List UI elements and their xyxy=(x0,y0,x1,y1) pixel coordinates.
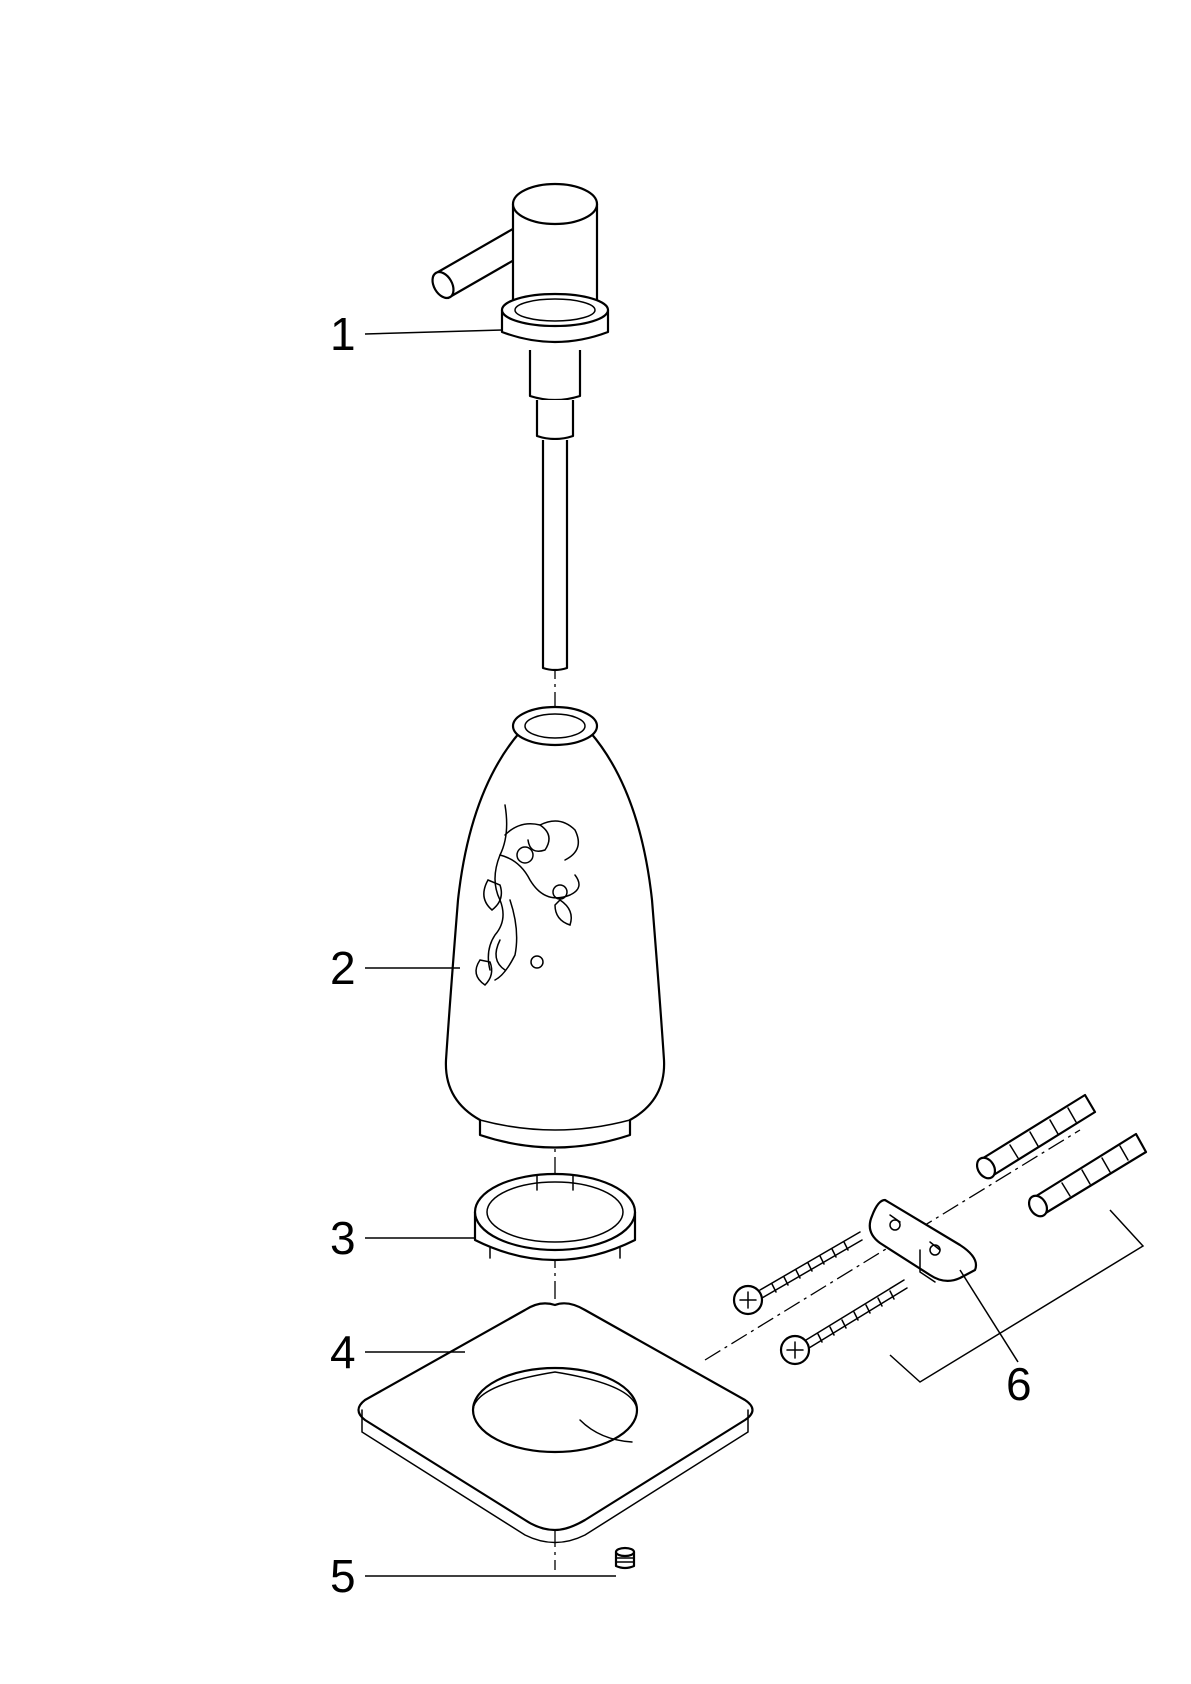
mounting-kit-part xyxy=(732,1093,1148,1383)
callout-6: 6 xyxy=(1006,1358,1032,1410)
pump-head-part xyxy=(431,182,610,672)
leader-6 xyxy=(959,1269,1019,1363)
callout-2: 2 xyxy=(330,942,356,994)
callout-3: 3 xyxy=(330,1212,356,1264)
ring-part xyxy=(473,1172,637,1262)
callout-4: 4 xyxy=(330,1326,356,1378)
callout-5: 5 xyxy=(330,1550,356,1602)
floral-decoration xyxy=(475,804,580,986)
leader-1 xyxy=(364,329,503,335)
callout-1: 1 xyxy=(330,308,356,360)
square-base-part xyxy=(357,1302,754,1544)
ceramic-bottle-part xyxy=(444,705,666,1149)
grub-screw-part xyxy=(614,1546,636,1570)
